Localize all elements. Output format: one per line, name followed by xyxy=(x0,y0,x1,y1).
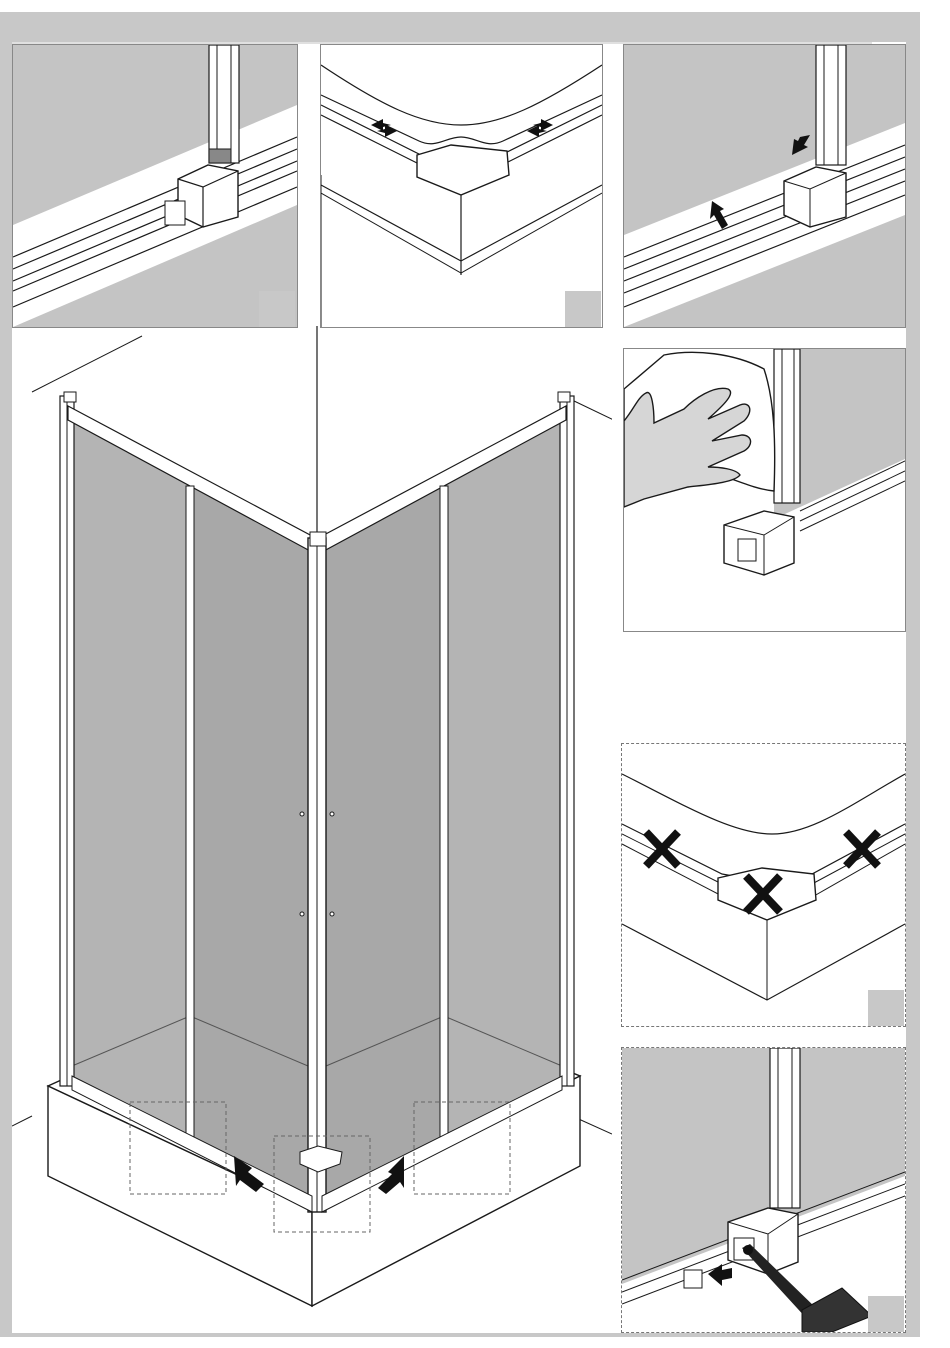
step-marker-box xyxy=(868,1296,904,1332)
corner-post xyxy=(308,532,326,1212)
door-profile-right xyxy=(440,486,448,1146)
detail-panel-silicone-outside xyxy=(621,1047,906,1333)
detail-panel-wipe-clean xyxy=(623,348,906,632)
door-profile-left xyxy=(186,486,194,1146)
detail-panel-corner-slide xyxy=(320,44,603,328)
detail-panel-corner-joint xyxy=(12,44,298,328)
hand-icon xyxy=(624,352,775,507)
step-marker-box xyxy=(868,990,904,1026)
step-marker-box xyxy=(259,291,295,327)
shower-enclosure-scene xyxy=(12,326,612,1332)
detail-panel-no-silicone-inside xyxy=(621,743,906,1027)
wall-profile-left xyxy=(60,396,74,1086)
step-marker-box xyxy=(565,291,601,327)
detail-panel-press-down xyxy=(623,44,906,328)
wall-profile-right xyxy=(560,396,574,1086)
